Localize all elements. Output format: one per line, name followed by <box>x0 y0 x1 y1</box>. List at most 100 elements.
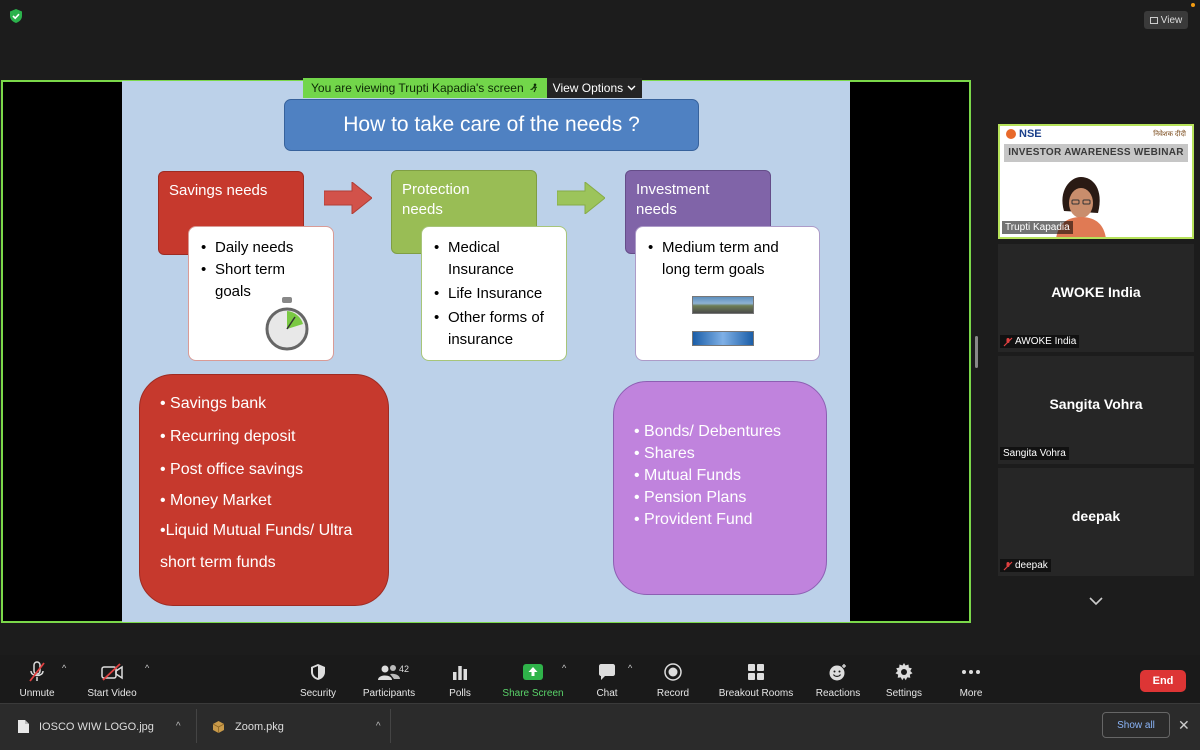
panel-resize-handle[interactable] <box>975 336 978 368</box>
presentation-slide: How to take care of the needs ? Savings … <box>122 81 850 622</box>
list-item: Short term goals <box>201 259 321 303</box>
screen-share-banner: You are viewing Trupti Kapadia's screen … <box>303 78 643 98</box>
stopwatch-icon <box>265 297 309 351</box>
participant-tile-active-speaker[interactable]: NSE निवेशक दीदी INVESTOR AWARENESS WEBIN… <box>998 124 1194 239</box>
list-item: • Money Market <box>160 492 272 509</box>
meeting-toolbar: Unmute ^ Start Video ^ Security Particip… <box>0 655 1200 705</box>
webinar-banner: INVESTOR AWARENESS WEBINAR <box>1004 144 1188 162</box>
need-label: Investment <box>636 181 710 198</box>
viewing-screen-message: You are viewing Trupti Kapadia's screen <box>303 78 547 98</box>
start-video-button[interactable]: Start Video <box>72 661 152 699</box>
participant-name-tag: Trupti Kapadia <box>1002 221 1073 234</box>
mic-muted-icon <box>29 661 45 682</box>
breakout-rooms-label: Breakout Rooms <box>718 688 794 699</box>
gear-icon <box>895 663 913 681</box>
unmute-label: Unmute <box>19 688 55 699</box>
investment-details-box: Medium term and long term goals <box>635 226 820 361</box>
need-label: Protection <box>402 181 470 198</box>
list-item: Life Insurance <box>434 283 554 305</box>
end-meeting-button[interactable]: End <box>1140 670 1186 692</box>
sky-image <box>692 331 754 346</box>
reactions-button[interactable]: Reactions <box>798 661 878 699</box>
show-all-downloads-button[interactable]: Show all <box>1102 712 1170 738</box>
participant-name: deepak <box>1015 560 1048 571</box>
record-button[interactable]: Record <box>633 661 713 699</box>
chat-icon <box>599 663 615 680</box>
chevron-up-icon[interactable]: ^ <box>375 721 381 732</box>
list-item: • Post office savings <box>160 461 304 478</box>
right-arrow-icon <box>557 182 605 214</box>
participant-tile[interactable]: deepak deepak <box>998 468 1194 576</box>
security-label: Security <box>299 688 337 699</box>
savings-details-box: Daily needs Short term goals <box>188 226 334 361</box>
list-item: •Liquid Mutual Funds/ Ultra <box>160 522 353 539</box>
savings-products-box: • Savings bank • Recurring deposit • Pos… <box>139 374 389 606</box>
nse-logo: NSE <box>1006 128 1042 140</box>
file-icon <box>18 720 29 733</box>
download-item[interactable]: Zoom.pkg ^ <box>212 703 381 750</box>
view-label: View <box>1160 14 1183 26</box>
need-label: Savings needs <box>169 182 268 199</box>
share-screen-icon <box>523 664 543 680</box>
download-bar <box>0 703 1200 750</box>
close-icon[interactable]: ✕ <box>1178 717 1190 733</box>
share-screen-button[interactable]: Share Screen <box>493 661 573 699</box>
participant-tile[interactable]: Sangita Vohra Sangita Vohra <box>998 356 1194 464</box>
video-off-icon <box>101 663 123 681</box>
mic-muted-icon <box>1003 337 1013 346</box>
download-filename: IOSCO WIW LOGO.jpg <box>39 720 154 733</box>
more-button[interactable]: More <box>931 661 1011 699</box>
nse-logo-icon <box>1006 129 1016 139</box>
view-options-button[interactable]: View Options <box>546 78 643 98</box>
list-item: Medical Insurance <box>434 237 554 281</box>
viewing-screen-text: You are viewing Trupti Kapadia's screen <box>311 81 524 95</box>
smiley-plus-icon <box>829 664 846 681</box>
need-label: needs <box>402 201 443 218</box>
security-button[interactable]: Security <box>278 661 358 699</box>
need-label: needs <box>636 201 677 218</box>
participant-display-name: deepak <box>1071 508 1121 524</box>
breakout-rooms-button[interactable]: Breakout Rooms <box>716 661 796 699</box>
road-image <box>692 296 754 314</box>
unmute-button[interactable]: Unmute <box>0 661 77 699</box>
participants-button[interactable]: Participants <box>349 661 429 699</box>
list-item: • Recurring deposit <box>160 428 296 445</box>
more-label: More <box>959 688 983 699</box>
chevron-up-icon[interactable]: ^ <box>175 721 181 732</box>
slide-title: How to take care of the needs ? <box>284 99 699 151</box>
download-filename: Zoom.pkg <box>235 720 284 733</box>
view-button[interactable]: View <box>1144 11 1188 29</box>
chat-button[interactable]: Chat <box>567 661 647 699</box>
participant-name: AWOKE India <box>1015 336 1077 347</box>
list-item-continuation: short term funds <box>160 554 276 571</box>
list-item: • Shares <box>634 445 695 462</box>
polls-button[interactable]: Polls <box>420 661 500 699</box>
list-item: Medium term and long term goals <box>648 237 807 281</box>
settings-button[interactable]: Settings <box>864 661 944 699</box>
chevron-down-icon[interactable] <box>1088 596 1104 606</box>
download-item[interactable]: IOSCO WIW LOGO.jpg ^ <box>18 703 181 750</box>
list-item: • Savings bank <box>160 395 267 412</box>
chevron-up-icon[interactable]: ^ <box>62 663 67 673</box>
list-item: • Provident Fund <box>634 511 753 528</box>
security-shield-icon[interactable] <box>8 8 24 24</box>
share-screen-label: Share Screen <box>502 688 564 699</box>
participant-display-name: Sangita Vohra <box>1049 396 1143 412</box>
start-video-label: Start Video <box>87 688 137 699</box>
participant-name-tag: deepak <box>1000 559 1051 572</box>
shield-icon <box>311 664 325 680</box>
chevron-up-icon[interactable]: ^ <box>628 663 633 673</box>
divider <box>390 709 391 743</box>
participant-name: Sangita Vohra <box>1003 448 1066 459</box>
chevron-up-icon[interactable]: ^ <box>145 663 150 673</box>
investment-products-box: • Bonds/ Debentures • Shares • Mutual Fu… <box>613 381 827 595</box>
view-options-label: View Options <box>552 81 624 95</box>
package-icon <box>212 720 225 733</box>
divider <box>196 709 197 743</box>
participant-tile[interactable]: AWOKE India AWOKE India <box>998 244 1194 352</box>
chevron-up-icon[interactable]: ^ <box>562 663 567 673</box>
more-dots-icon <box>962 670 980 674</box>
record-label: Record <box>656 688 690 699</box>
right-arrow-icon <box>324 182 372 214</box>
participant-name-tag: Sangita Vohra <box>1000 447 1069 460</box>
